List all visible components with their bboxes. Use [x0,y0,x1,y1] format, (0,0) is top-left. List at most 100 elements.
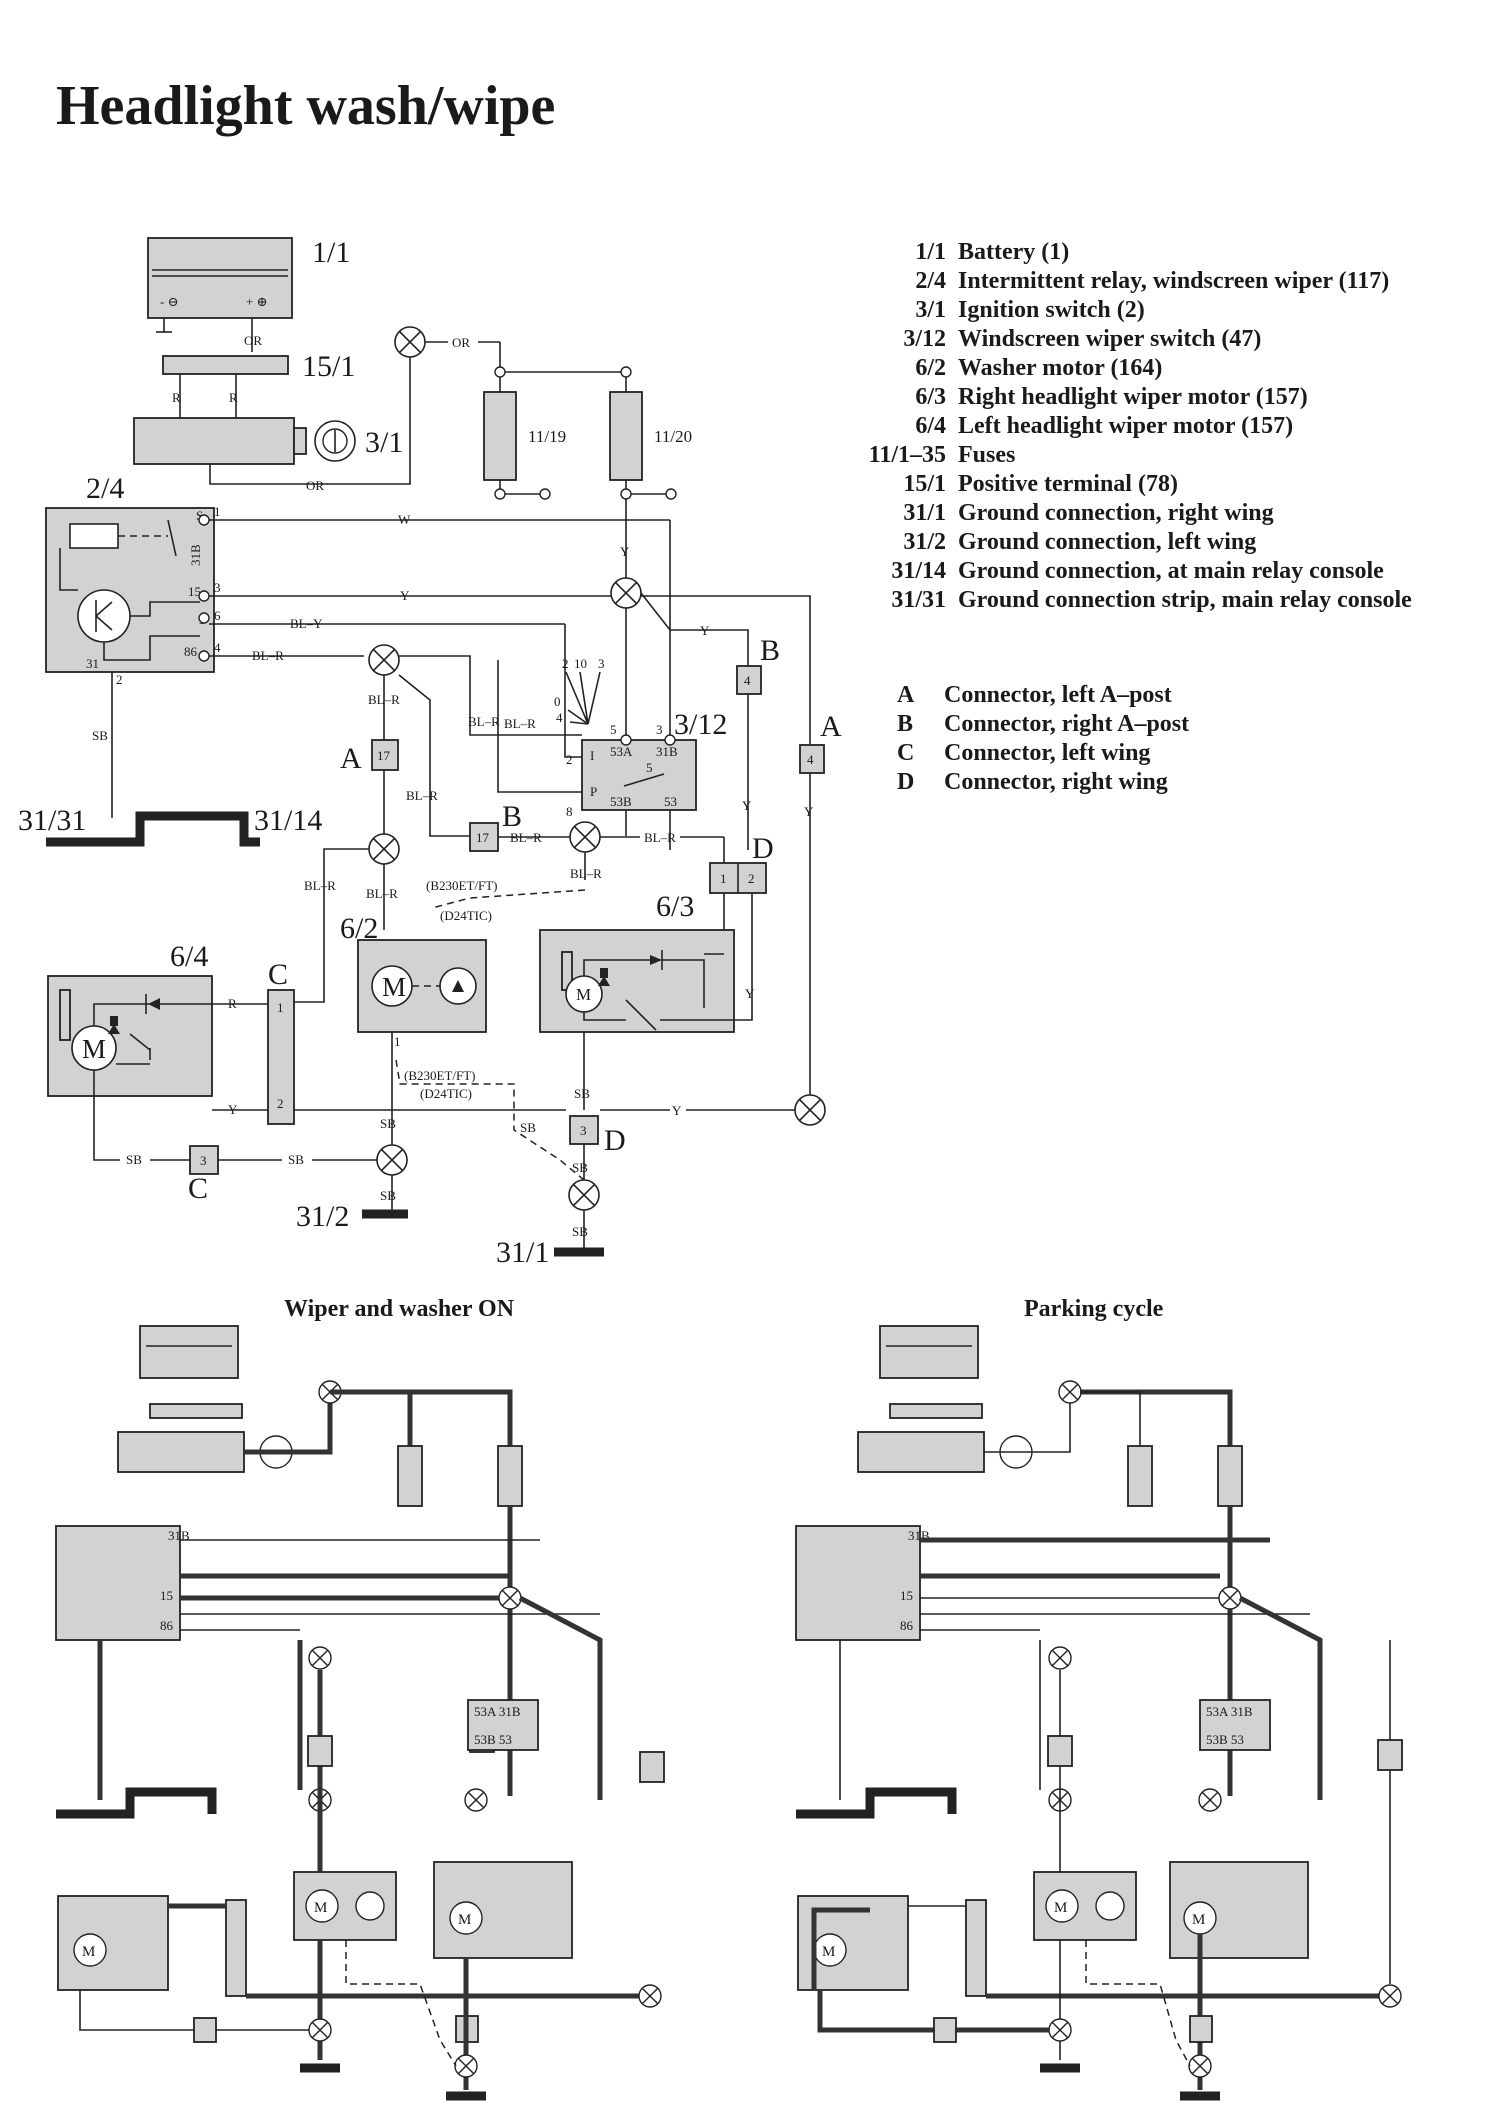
svg-text:M: M [458,1912,471,1928]
wire-y-label: Y [742,798,752,813]
positive-terminal-label: 15/1 [302,350,355,383]
connector-letter: A [340,742,362,775]
pin-label: 17 [476,830,490,845]
svg-text:M: M [1054,1900,1067,1916]
connector-code: D [897,769,914,795]
panel-title: Parking cycle [1024,1296,1164,1322]
panel-title: Wiper and washer ON [284,1296,515,1322]
y-junction: Y B 4 Y [610,577,780,850]
pin-label: 5 [610,722,617,737]
pin-label: 4 [744,673,751,688]
wire-sb-label: SB [380,1116,396,1131]
wire-blr-label: BL–R [510,830,542,845]
connector-letter: C [268,958,288,991]
fuse-11-19: 11/19 [483,391,566,500]
legend-text: Left headlight wiper motor (157) [958,413,1293,439]
wire-y-label: Y [672,1103,682,1118]
left-wiper-motor: 6/4 M R Y SB [47,940,268,1167]
wire-blr-label: BL–R [366,886,398,901]
legend-code: 31/1 [903,500,946,526]
pin-label: 31B [188,544,203,566]
pin-label: I [590,748,594,763]
svg-text:M: M [314,1900,327,1916]
mid-junction: BL–R BL–R (B230ET/FT) (D24TIC) [294,833,498,1003]
right-wiper-motor: 6/3 M SB [539,890,753,1110]
svg-text:15: 15 [900,1588,913,1603]
wire-blr-label: BL–R [570,866,602,881]
wiper-switch: 2 10 3 0 4 5 3 53A 31B I P 5 53B 53 2 8 … [497,656,727,850]
svg-text:86: 86 [160,1618,174,1633]
wire-r-label: R [228,996,237,1011]
wire-w-label: W [398,512,411,527]
pin-label: 1 [394,1034,401,1049]
wire-sb-label: SB [572,1160,588,1175]
legend-code: 15/1 [903,471,946,497]
positive-terminal: 15/1 R R [162,350,355,420]
wire-sb-label: SB [288,1152,304,1167]
legend-code: 31/31 [891,587,946,613]
pin-label: 31B [656,744,678,759]
wire-sb-label: SB [520,1120,536,1135]
connector-a-right: A 4 Y [799,710,842,819]
legend-text: Right headlight wiper motor (157) [958,384,1308,410]
pin-label: 3 [580,1123,587,1138]
wire-or-label: OR [306,478,324,493]
connector-d: D 1 2 R Y [709,832,774,1010]
connector-letter: A [820,710,842,743]
connector-text: Connector, right wing [944,769,1168,795]
wire-or-label: OR [244,333,262,348]
pin-label: 4 [214,640,221,655]
battery: - ⊖ + ⊕ 1/1 OR [147,236,350,352]
connector-a-left: BL–R A 17 BL–R [340,644,470,837]
variant-note: (D24TIC) [440,908,492,923]
battery-label: 1/1 [312,236,350,269]
pin-label: 4 [807,752,814,767]
wire-sb-label: SB [574,1086,590,1101]
svg-text:53B 53: 53B 53 [1206,1732,1244,1747]
connector-letter: B [502,800,522,833]
legend-text: Ground connection, at main relay console [958,558,1384,584]
relay-label: 2/4 [86,472,124,505]
wire-sb-label: SB [92,728,108,743]
pin-label: 3 [200,1153,207,1168]
legend-text: Ground connection, left wing [958,529,1256,555]
wire-y-label: Y [620,544,630,559]
pin-label: P [590,784,597,799]
pin-label: 2 [566,752,573,767]
pin-label: 86 [184,644,198,659]
wire-y-label: Y [804,804,814,819]
motor-symbol: M [382,972,406,1002]
svg-text:- ⊖: - ⊖ [160,294,178,309]
variant-note: (B230ET/FT) [404,1068,476,1083]
pin-label: 0 [554,694,561,709]
pin-label: 31 [86,656,99,671]
pin-label: S [196,508,203,523]
ground-strip: 31/31 31/14 [18,804,322,847]
legend-code: 11/1–35 [869,442,946,468]
wire-blr-label: BL–R [468,714,500,729]
connector-letter: D [752,832,774,865]
legend-code: 3/12 [903,326,946,352]
wire-y-label: Y [228,1102,238,1117]
connector-letter: D [604,1124,626,1157]
connector-letter: C [188,1172,208,1205]
variant-note: (B230ET/FT) [426,878,498,893]
connector-letter: B [760,634,780,667]
pin-label: 3 [656,722,663,737]
wire-r-label: R [172,390,181,405]
wire-blr-label: BL–R [304,878,336,893]
svg-text:53A 31B: 53A 31B [474,1704,521,1719]
wire-y-label: Y [700,623,710,638]
connector-c-block: C 1 2 Y [267,958,826,1126]
legend-code: 31/2 [903,529,946,555]
pin-label: 5 [646,760,653,775]
legend-code: 31/14 [891,558,946,584]
legend-code: 3/1 [915,297,946,323]
wire-blr-label: BL–R [368,692,400,707]
motor-symbol: M [82,1034,106,1064]
legend-text: Positive terminal (78) [958,471,1178,497]
pin-label: 6 [214,608,221,623]
pin-label: 2 [562,656,569,671]
legend-code: 6/2 [915,355,946,381]
